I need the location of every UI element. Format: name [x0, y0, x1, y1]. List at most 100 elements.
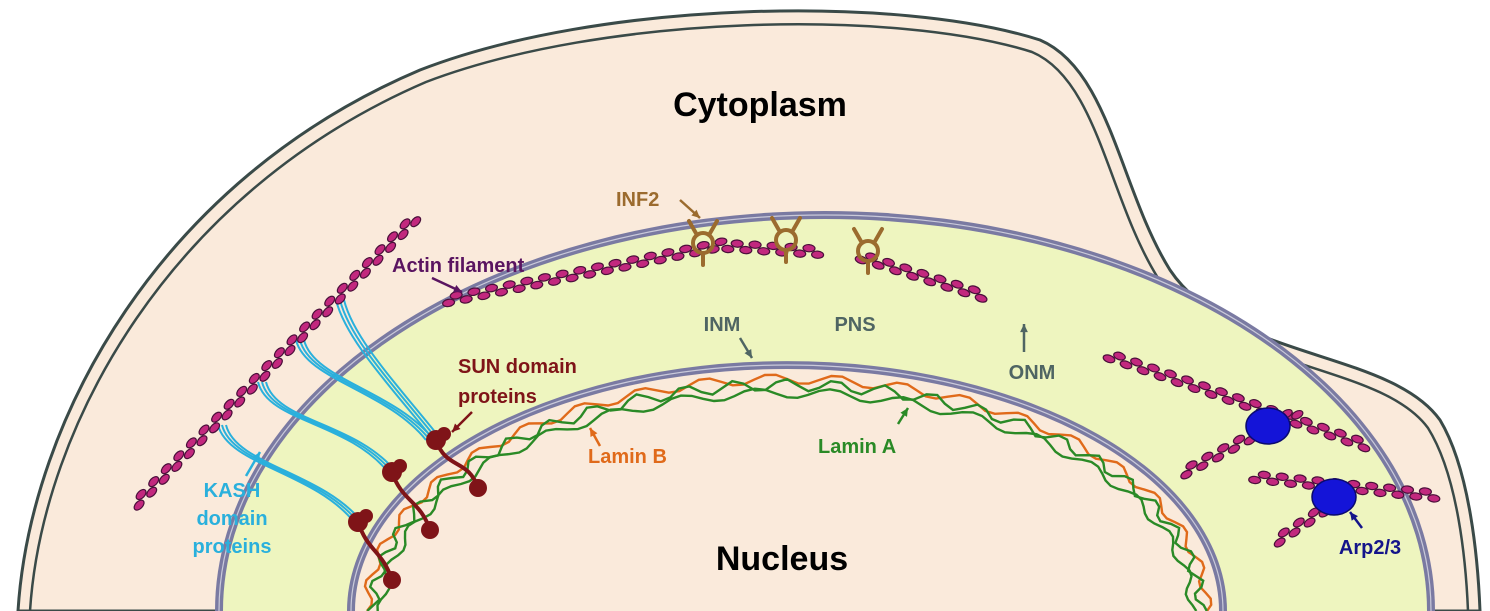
- actin-monomer: [608, 258, 622, 268]
- actin-monomer: [793, 249, 807, 258]
- arrow-head: [744, 349, 752, 358]
- pns-label: PNS: [834, 314, 875, 336]
- actin-monomer: [1164, 369, 1177, 379]
- actin-monomer: [173, 450, 185, 462]
- sun-label-line2: proteins: [458, 386, 537, 408]
- actin-filament-top-3: [854, 252, 988, 303]
- actin-monomer: [1418, 487, 1432, 496]
- actin-monomer: [146, 486, 158, 498]
- actin-monomer: [730, 239, 744, 248]
- actin-monomer: [636, 259, 650, 269]
- arrow-head: [1350, 512, 1358, 521]
- actin-monomer: [1196, 461, 1209, 471]
- actin-monomer: [297, 332, 309, 344]
- actin-monomer: [811, 250, 825, 259]
- lamin-b-label: Lamin B: [588, 446, 667, 468]
- actin-monomer: [1365, 481, 1379, 491]
- onm-label: ONM: [1009, 362, 1056, 384]
- actin-monomer: [1266, 477, 1280, 487]
- actin-monomer: [661, 248, 675, 257]
- actin-filament-top-1: [442, 237, 728, 308]
- arrow-head: [252, 452, 260, 461]
- actin-monomer: [530, 280, 544, 290]
- actin-monomer: [957, 288, 971, 298]
- actin-monomer: [397, 228, 409, 241]
- sun-protein-1: [348, 509, 401, 589]
- actin-monomer: [555, 269, 569, 279]
- lamin-b-arrow: [588, 427, 602, 447]
- sun-arrow: [451, 411, 473, 433]
- actin-monomer: [248, 372, 260, 385]
- kash-domain-proteins: [217, 299, 441, 523]
- lamin-a-strand: [376, 387, 1198, 611]
- actin-monomer: [1283, 479, 1298, 488]
- actin-monomer: [1351, 434, 1364, 444]
- actin-monomer: [322, 306, 334, 318]
- actin-monomer: [211, 411, 223, 423]
- actin-monomer: [600, 266, 614, 276]
- sun-head-lobe: [393, 459, 407, 473]
- actin-monomer: [467, 287, 481, 297]
- actin-monomer: [1181, 375, 1194, 385]
- actin-monomer: [309, 319, 321, 331]
- actin-monomer: [1289, 419, 1303, 429]
- actin-monomer: [967, 285, 981, 295]
- actin-monomer: [372, 254, 384, 266]
- kash-strand: [257, 381, 389, 473]
- actin-monomer: [714, 237, 728, 247]
- actin-monomer: [671, 252, 685, 261]
- actin-arrow: [431, 276, 463, 294]
- actin-monomer: [1292, 517, 1305, 528]
- actin-monomer: [940, 282, 954, 292]
- actin-monomer: [347, 280, 359, 292]
- actin-monomer: [882, 257, 896, 267]
- actin-monomer: [198, 424, 210, 436]
- actin-monomer: [1113, 351, 1126, 361]
- arrow-head: [452, 423, 461, 432]
- actin-monomer: [1201, 451, 1214, 462]
- actin-monomer: [643, 251, 657, 261]
- actin-monomer: [547, 277, 562, 286]
- arrow-head: [453, 285, 462, 293]
- actin-monomer: [1323, 431, 1337, 441]
- inm-label: INM: [704, 314, 741, 336]
- arrow-head: [900, 408, 908, 417]
- actin-monomer: [1257, 470, 1271, 480]
- actin-monomer: [1306, 425, 1320, 435]
- inf2-formin-1: [687, 219, 719, 267]
- actin-monomer: [1198, 381, 1211, 391]
- actin-monomer: [1153, 372, 1167, 382]
- kash-strand: [299, 339, 431, 441]
- arp23-arrow: [1349, 511, 1363, 529]
- actin-monomer: [899, 263, 913, 273]
- onm-arrow: [1020, 324, 1028, 352]
- sun-label-line1: SUN domain: [458, 356, 577, 378]
- inf2-label: INF2: [616, 189, 659, 211]
- actin-monomer: [359, 267, 371, 279]
- actin-monomer: [261, 360, 273, 372]
- actin-monomer: [1187, 383, 1201, 394]
- actin-monomer: [1130, 357, 1143, 367]
- kash-strand: [295, 339, 427, 441]
- actin-monomer: [410, 216, 422, 228]
- actin-monomer: [273, 347, 285, 359]
- actin-monomer: [1147, 363, 1160, 373]
- actin-filament-top-2: [721, 239, 825, 259]
- actin-monomer: [1248, 475, 1262, 485]
- actin-monomer: [1427, 494, 1441, 503]
- kash-strand: [303, 339, 435, 441]
- kash-label-line2: domain: [196, 508, 267, 530]
- nuclear-lamina: [363, 373, 1213, 611]
- actin-monomer: [494, 287, 509, 297]
- actin-monomer: [583, 270, 597, 279]
- actin-monomer: [1180, 469, 1193, 480]
- onm-inner-line: [218, 214, 1432, 611]
- actin-monomer: [1136, 366, 1150, 376]
- actin-monomer: [484, 283, 499, 293]
- arrow-head: [691, 209, 700, 218]
- actin-monomer: [1221, 395, 1235, 405]
- kash-strand: [343, 299, 441, 439]
- actin-monomer: [923, 277, 937, 287]
- actin-monomer: [442, 298, 456, 308]
- actin-monomer: [334, 293, 346, 305]
